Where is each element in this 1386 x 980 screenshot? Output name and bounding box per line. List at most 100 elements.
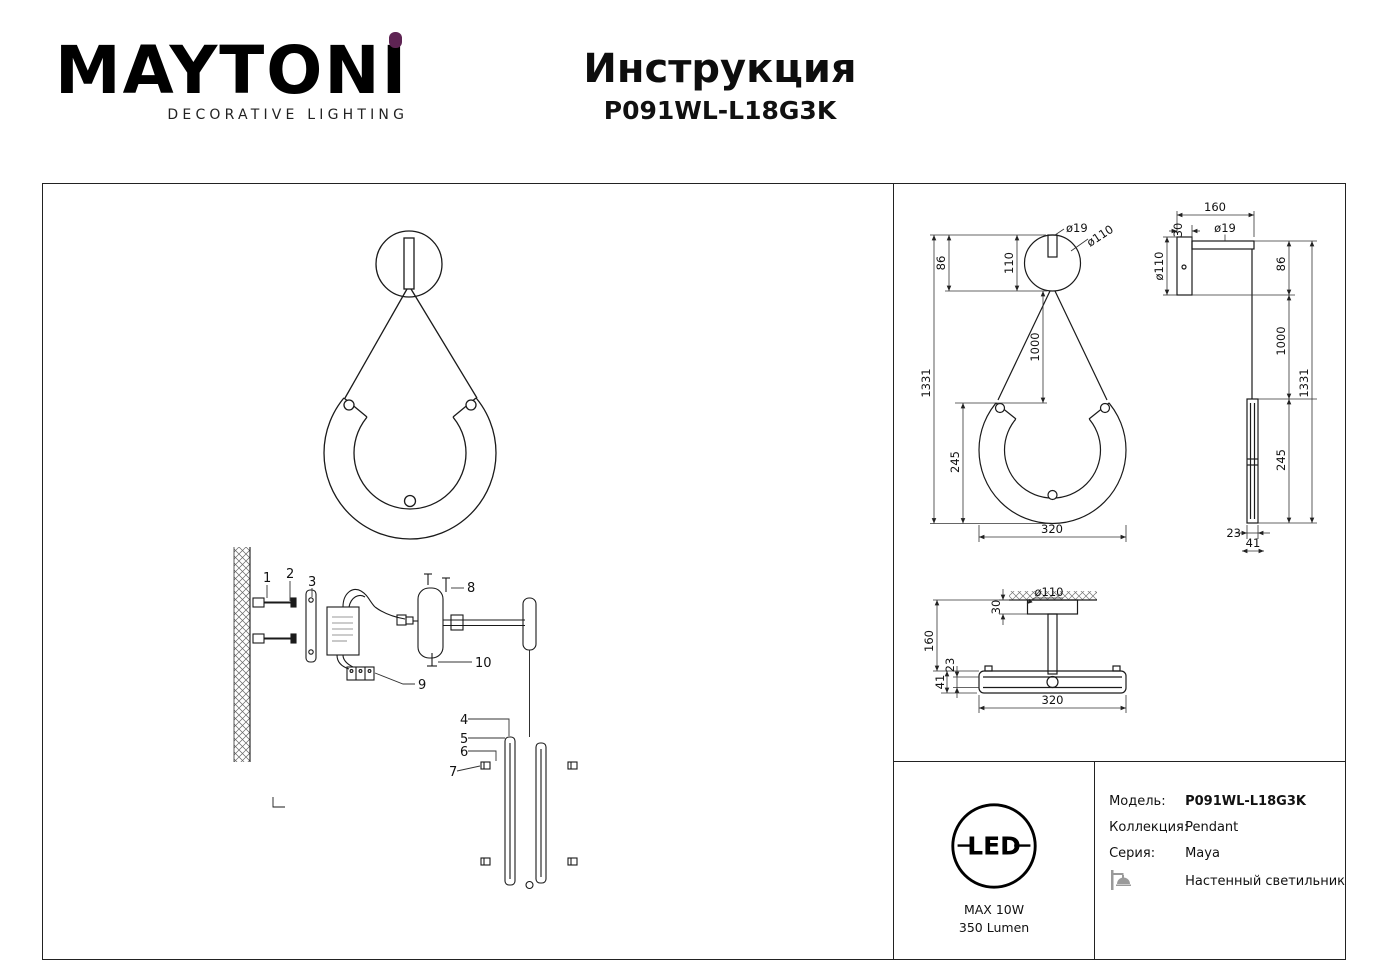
front-view-dimensioned: 1331 86 245 1000 110 ø19 ø110 320 [919,221,1127,542]
led-driver [326,606,360,656]
wall-hatch [234,547,250,762]
led-bar [535,742,547,884]
dim-side-depth: 160 [1204,200,1226,214]
led-badge-ring [951,803,1037,889]
drawing-frame: 1 2 3 4 5 6 7 8 9 10 [42,183,1346,960]
screw [290,633,297,644]
dim-side-ring: 245 [1274,449,1288,471]
dim-side-offset: 30 [1171,223,1185,238]
brand-logo: MAYTONI DECORATIVE LIGHTING [55,32,409,124]
title-block: Инструкция P091WL-L18G3K [470,46,970,125]
wire [342,654,354,668]
side-dim-lines [1163,211,1317,554]
part-number-7: 7 [449,765,457,780]
dim-top-plate-dia: ø110 [1035,585,1064,599]
part-number-1: 1 [263,571,271,586]
dim-top-offset: 30 [989,600,1003,615]
brand-wordmark: MAYTONI [55,32,409,109]
top-view-dimensioned: ø110 30 160 23 41 320 [922,585,1127,713]
dim-front-plate-dia: ø110 [1084,222,1116,250]
exploded-view [233,547,578,890]
spec-value-collection: Pendant [1185,820,1239,835]
led-badge-text: LED [967,832,1021,861]
spec-label-collection: Коллекция: [1109,820,1189,835]
part-number-5: 5 [460,732,468,747]
terminal-block [346,666,375,681]
spec-label-model: Модель: [1109,794,1166,809]
lamp-front-view [323,230,497,540]
spec-value-series: Maya [1185,846,1220,861]
assembly-drawing: 1 2 3 4 5 6 7 8 9 10 [233,230,578,890]
part-leaders [266,581,510,772]
fixing-screw [567,857,578,866]
fixing-screw [480,761,491,770]
doc-title: Инструкция [583,46,857,92]
dim-top-width: 320 [1042,693,1064,707]
dim-front-stem-dia: ø19 [1066,221,1088,235]
brand-name: MAYTONI [55,32,409,109]
spec-row-collection: Коллекция: Pendant [1109,820,1345,835]
wall-anchor [252,597,265,608]
doc-model: P091WL-L18G3K [603,96,837,125]
spec-panel: LED MAX 10W 350 Lumen Модель: P091WL-L18… [894,761,1345,959]
part-number-2: 2 [286,567,294,582]
spec-row-type: Настенный светильник [1109,870,1345,892]
side-view-dimensioned: 160 30 ø19 ø110 86 1000 1331 245 23 41 [1152,200,1317,554]
dim-side-top: 86 [1274,257,1288,272]
fixing-screw [480,857,491,866]
dim-front-total: 1331 [919,368,933,397]
assembly-panel: 1 2 3 4 5 6 7 8 9 10 [43,184,894,959]
wire [342,588,376,608]
dim-side-total: 1331 [1297,368,1311,397]
dim-front-ring: 245 [948,451,962,473]
led-badge: LED [951,803,1037,889]
part-numbers: 1 2 3 4 5 6 7 8 9 10 [263,567,492,780]
brand-tagline: DECORATIVE LIGHTING [167,107,409,124]
part-number-10: 10 [475,656,492,671]
led-cell: LED MAX 10W 350 Lumen [894,762,1096,959]
spec-value-type: Настенный светильник [1185,873,1345,889]
spec-label-series: Серия: [1109,846,1156,861]
fixing-screw [567,761,578,770]
dim-front-mount: 110 [1002,252,1016,274]
front-dim-lines [930,228,1127,542]
wire-connector [396,614,407,626]
spec-row-series: Серия: Maya [1109,846,1345,861]
canopy [417,587,444,659]
rod-connector [450,614,464,631]
screw [290,597,297,608]
part-number-4: 4 [460,713,468,728]
wire [348,594,366,608]
lumen-label: 350 Lumen [958,920,1030,935]
wire-connector [405,616,414,625]
dim-top-bar-depth: 41 [933,675,947,690]
spec-table: Модель: P091WL-L18G3K Коллекция: Pendant… [1095,762,1345,959]
dim-top-depth: 160 [922,630,936,652]
dim-top-bar-width: 23 [943,658,957,673]
wire [374,606,406,620]
led-bar [504,736,516,886]
part-number-3: 3 [308,575,316,590]
mounting-plate [305,589,317,663]
dim-side-cable: 1000 [1274,326,1288,355]
dim-side-bar-width: 23 [1226,526,1241,540]
dim-side-plate-dia: ø110 [1152,252,1166,281]
dim-front-cable: 1000 [1028,332,1042,361]
spec-row-model: Модель: P091WL-L18G3K [1109,794,1345,809]
part-number-9: 9 [418,678,426,693]
hanging-bar [522,597,537,651]
top-dim-lines [933,589,1127,713]
dimension-drawing: 1331 86 245 1000 110 ø19 ø110 320 [919,200,1317,713]
wall-anchor [252,633,265,644]
dim-side-bar-depth: 41 [1246,536,1261,550]
spec-value-model: P091WL-L18G3K [1185,794,1306,809]
part-number-8: 8 [467,581,475,596]
part-number-6: 6 [460,745,468,760]
max-power-label: MAX 10W [963,902,1025,917]
dim-side-stem-dia: ø19 [1214,221,1236,235]
brand-accent-dot [389,32,403,48]
dimensions-panel: 1331 86 245 1000 110 ø19 ø110 320 [894,184,1345,761]
dim-front-top: 86 [934,256,948,271]
wall-lamp-icon [1109,870,1185,892]
